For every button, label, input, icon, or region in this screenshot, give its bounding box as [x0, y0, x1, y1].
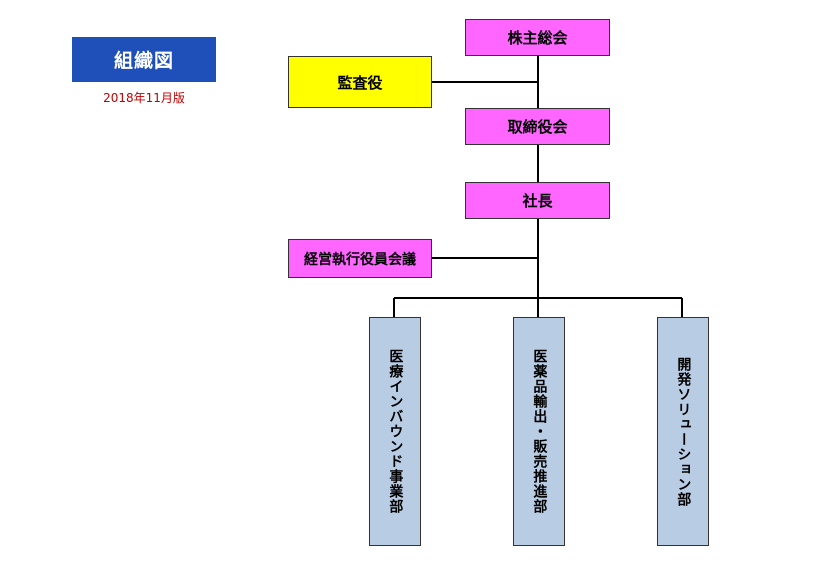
- node-executive-committee: 経営執行役員会議: [288, 239, 432, 278]
- dept-medical-inbound-label: 医療インバウンド事業部: [387, 349, 404, 514]
- node-shareholders-meeting: 株主総会: [465, 19, 610, 56]
- node-auditor: 監査役: [288, 56, 432, 108]
- dept-pharma-export-label: 医薬品輸出・販売推進部: [531, 349, 548, 514]
- dept-medical-inbound: 医療インバウンド事業部: [369, 317, 421, 546]
- dept-dev-solution: 開発ソリューション部: [657, 317, 709, 546]
- chart-title: 組織図: [72, 37, 216, 82]
- dept-dev-solution-label: 開発ソリューション部: [675, 356, 692, 507]
- node-board: 取締役会: [465, 108, 610, 145]
- node-president: 社長: [465, 182, 610, 219]
- edition-label: 2018年11月版: [103, 91, 185, 105]
- dept-pharma-export: 医薬品輸出・販売推進部: [513, 317, 565, 546]
